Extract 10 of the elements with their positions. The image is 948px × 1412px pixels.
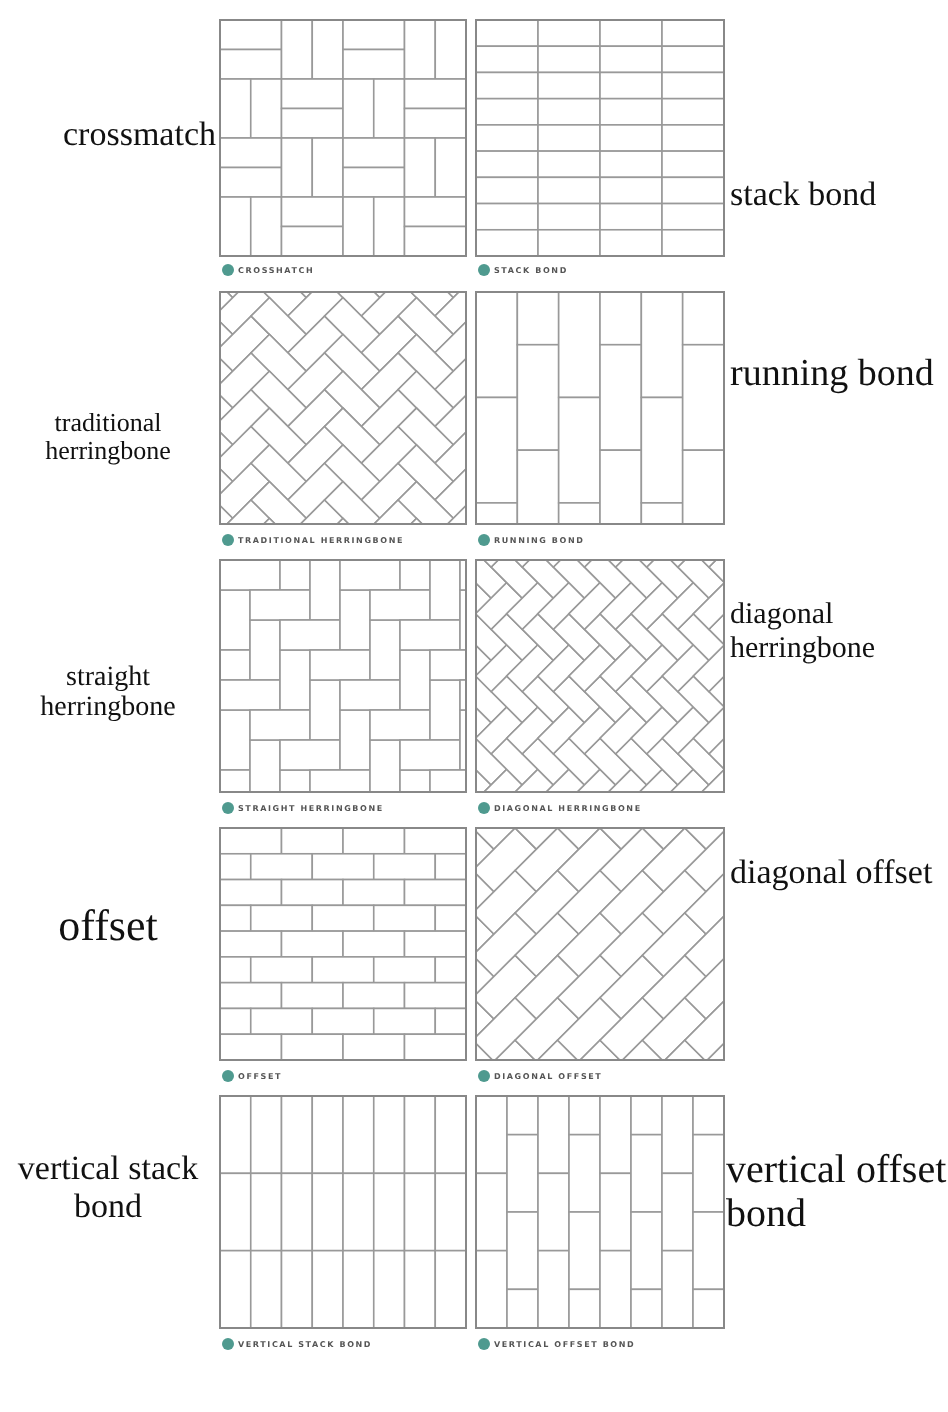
pattern-name: running bond <box>730 355 936 397</box>
pattern-name: diagonal offset <box>730 855 935 893</box>
pattern-name: diagonal herringbone <box>730 599 877 665</box>
pattern-name: vertical stack bond <box>15 1150 201 1226</box>
pattern-name: vertical offset bond <box>726 1148 948 1236</box>
pattern-name: traditional herringbone <box>43 409 173 467</box>
pattern-name: straight herringbone <box>38 663 178 725</box>
pattern-name: stack bond <box>730 177 879 215</box>
pattern-name: crossmatch <box>61 117 216 155</box>
pattern-name: offset <box>56 901 160 951</box>
